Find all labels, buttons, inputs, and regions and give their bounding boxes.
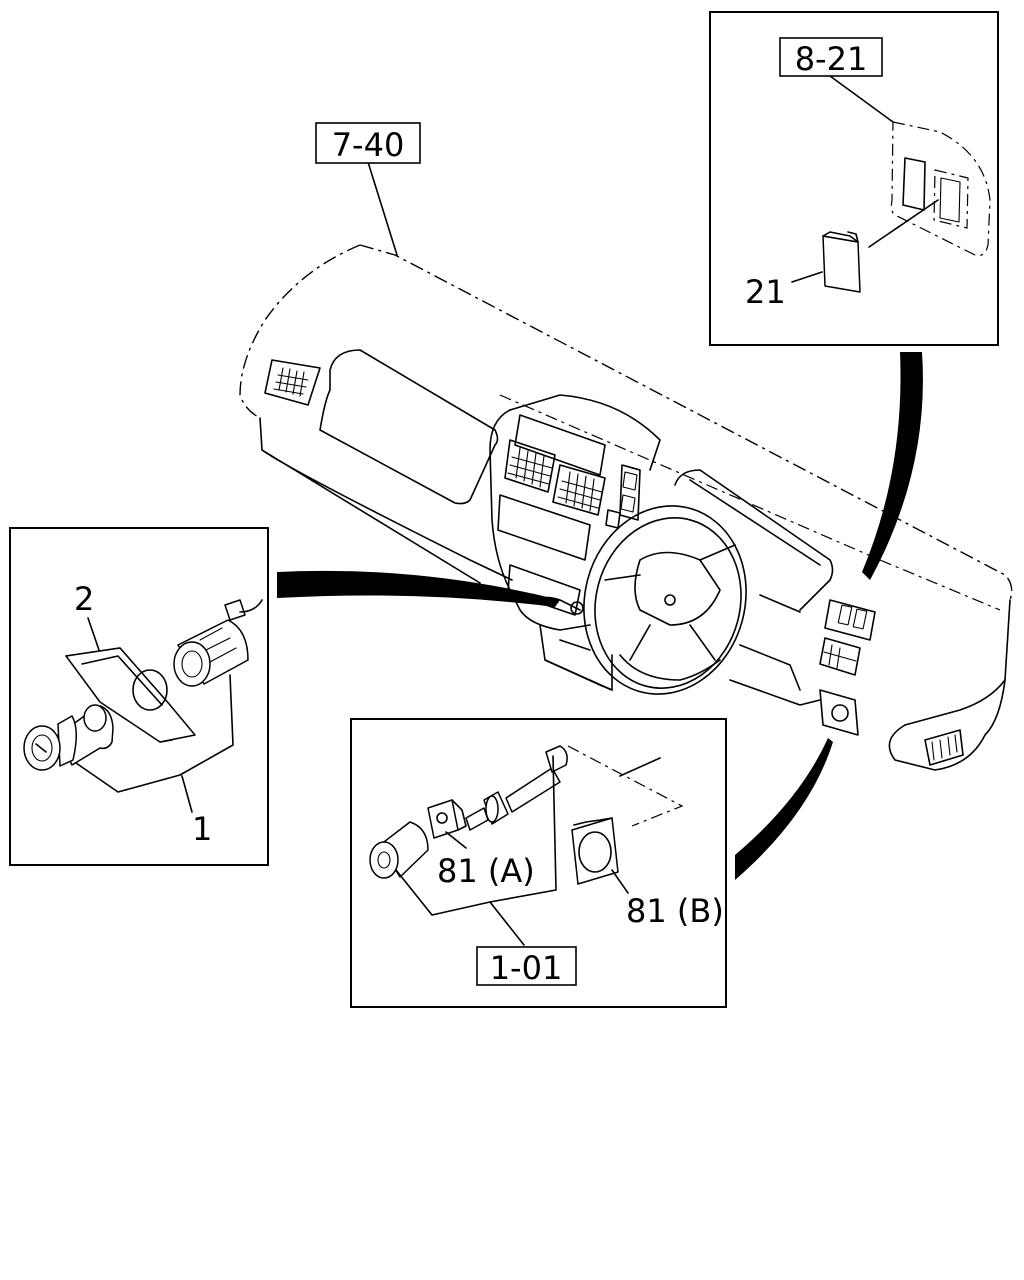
part-81b-bezel (571, 817, 619, 885)
part-21-blank-cover (822, 231, 861, 293)
leader-81b-top (619, 757, 661, 777)
leader-1-01 (489, 901, 525, 946)
part-knob (369, 821, 429, 879)
connector-swoosh-left (277, 570, 560, 607)
leader-1-bracket (75, 674, 234, 793)
leader-81b (611, 869, 629, 894)
leader-21-panel (868, 199, 939, 248)
leader-2 (87, 617, 100, 651)
ref-label-1-01: 1-01 (490, 949, 563, 987)
ref-box-1-01 (476, 946, 577, 986)
part-label-21: 21 (745, 273, 786, 311)
part-label-1: 1 (192, 810, 212, 848)
part-label-2: 2 (74, 580, 94, 618)
connector-swoosh-top (862, 352, 923, 580)
part-label-81b: 81 (B) (626, 892, 724, 930)
leader-7-40 (367, 161, 398, 256)
leader-21 (791, 271, 823, 283)
ref-label-8-21: 8-21 (795, 40, 868, 78)
part-81a-clip (427, 799, 467, 839)
part-socket-cylinder (173, 599, 263, 687)
ref-box-7-40 (315, 122, 421, 164)
part-2-socket-housing (65, 647, 196, 743)
projection-line (567, 745, 684, 827)
connector-swoosh-bottom (735, 738, 833, 880)
leader-1 (181, 775, 193, 813)
leader-8-21 (829, 75, 894, 123)
ref-label-7-40: 7-40 (332, 126, 405, 164)
leader-81a (445, 831, 467, 849)
dashboard-drawing (239, 244, 1013, 771)
part-shaft (465, 745, 568, 831)
part-lighter-plug (23, 704, 114, 771)
part-label-81a: 81 (A) (437, 852, 535, 890)
